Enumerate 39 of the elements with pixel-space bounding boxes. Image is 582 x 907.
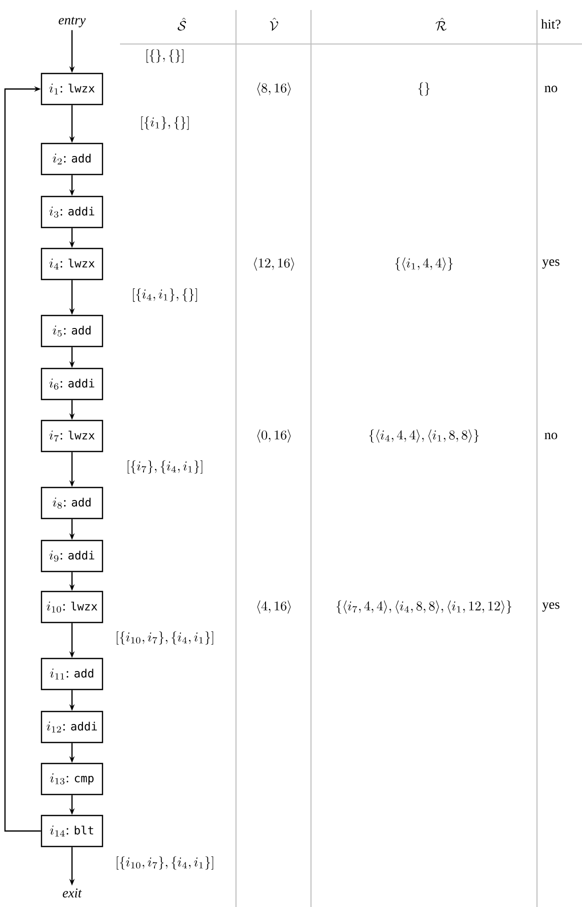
instruction-box: $i_{3}\text{: }\texttt{addi}$ [40,196,104,228]
column-header: $\hat{\mathcal{V}}$ [270,18,278,31]
table-cell: yes [542,602,560,612]
terminal-label: exit [62,888,82,898]
table-cell: $\langle 12,16\rangle$ [254,257,294,271]
table-cell: no [544,86,558,92]
instruction-box: $i_{5}\text{: }\texttt{add}$ [40,314,104,348]
column-header: hit? [541,19,560,29]
terminal-label: entry [58,16,86,28]
column-header: $\hat{\mathcal{S}}$ [178,18,186,31]
instruction-box: $i_{14}\text{: }\texttt{blt}$ [40,814,104,848]
table-cell: $\langle 8,16\rangle$ [257,82,291,96]
instruction-box: $i_{6}\text{: }\texttt{addi}$ [40,368,104,400]
arrow [4,86,41,832]
table-cell: $[\{i_{10},i_{7}\},\{i_{4},i_{1}\}]$ [116,631,214,645]
table-cell: $\{\}$ [418,82,430,96]
table-cell: $\{\langle i_{7},4,4\rangle,\langle i_{4},8,8\rangle,\langle i_{1},12,12\rangle\}$ [336,600,512,614]
table-cell: $[\{i_{1}\},\{\}]$ [141,116,189,130]
table-cell: $[\{i_{4},i_{1}\},\{\}]$ [133,288,197,302]
instruction-box: $i_{7}\text{: }\texttt{lwzx}$ [40,420,104,452]
table-cell: $\{\langle i_{4},4,4\rangle,\langle i_{1},8,8\rangle\}$ [369,429,479,443]
instruction-box: $i_{9}\text{: }\texttt{addi}$ [40,540,104,572]
table-cell: $[\{i_{10},i_{7}\},\{i_{4},i_{1}\}]$ [116,856,214,870]
table-cell: yes [542,259,560,269]
instruction-box: $i_{13}\text{: }\texttt{cmp}$ [40,762,104,796]
instruction-box: $i_{4}\text{: }\texttt{lwzx}$ [40,248,104,280]
instruction-box: $i_{1}\text{: }\texttt{lwzx}$ [40,72,104,106]
table-cell: $\langle 4,16\rangle$ [257,600,291,614]
instruction-box: $i_{10}\text{: }\texttt{lwzx}$ [40,590,104,624]
table-cell: $[\{i_{7}\},\{i_{4},i_{1}\}]$ [128,460,202,474]
instruction-box: $i_{2}\text{: }\texttt{add}$ [40,142,104,176]
table-cell: $\langle 0,16\rangle$ [257,429,291,443]
table-cell: $\{\langle i_{1},4,4\rangle\}$ [395,257,453,271]
table-cell: no [544,432,558,440]
table-cell: $[\{\},\{\}]$ [146,49,184,63]
instruction-box: $i_{8}\text{: }\texttt{add}$ [40,486,104,520]
instruction-box: $i_{12}\text{: }\texttt{addi}$ [40,710,104,744]
column-header: $\hat{\mathcal{R}}$ [436,18,446,31]
instruction-box: $i_{11}\text{: }\texttt{add}$ [40,658,104,690]
